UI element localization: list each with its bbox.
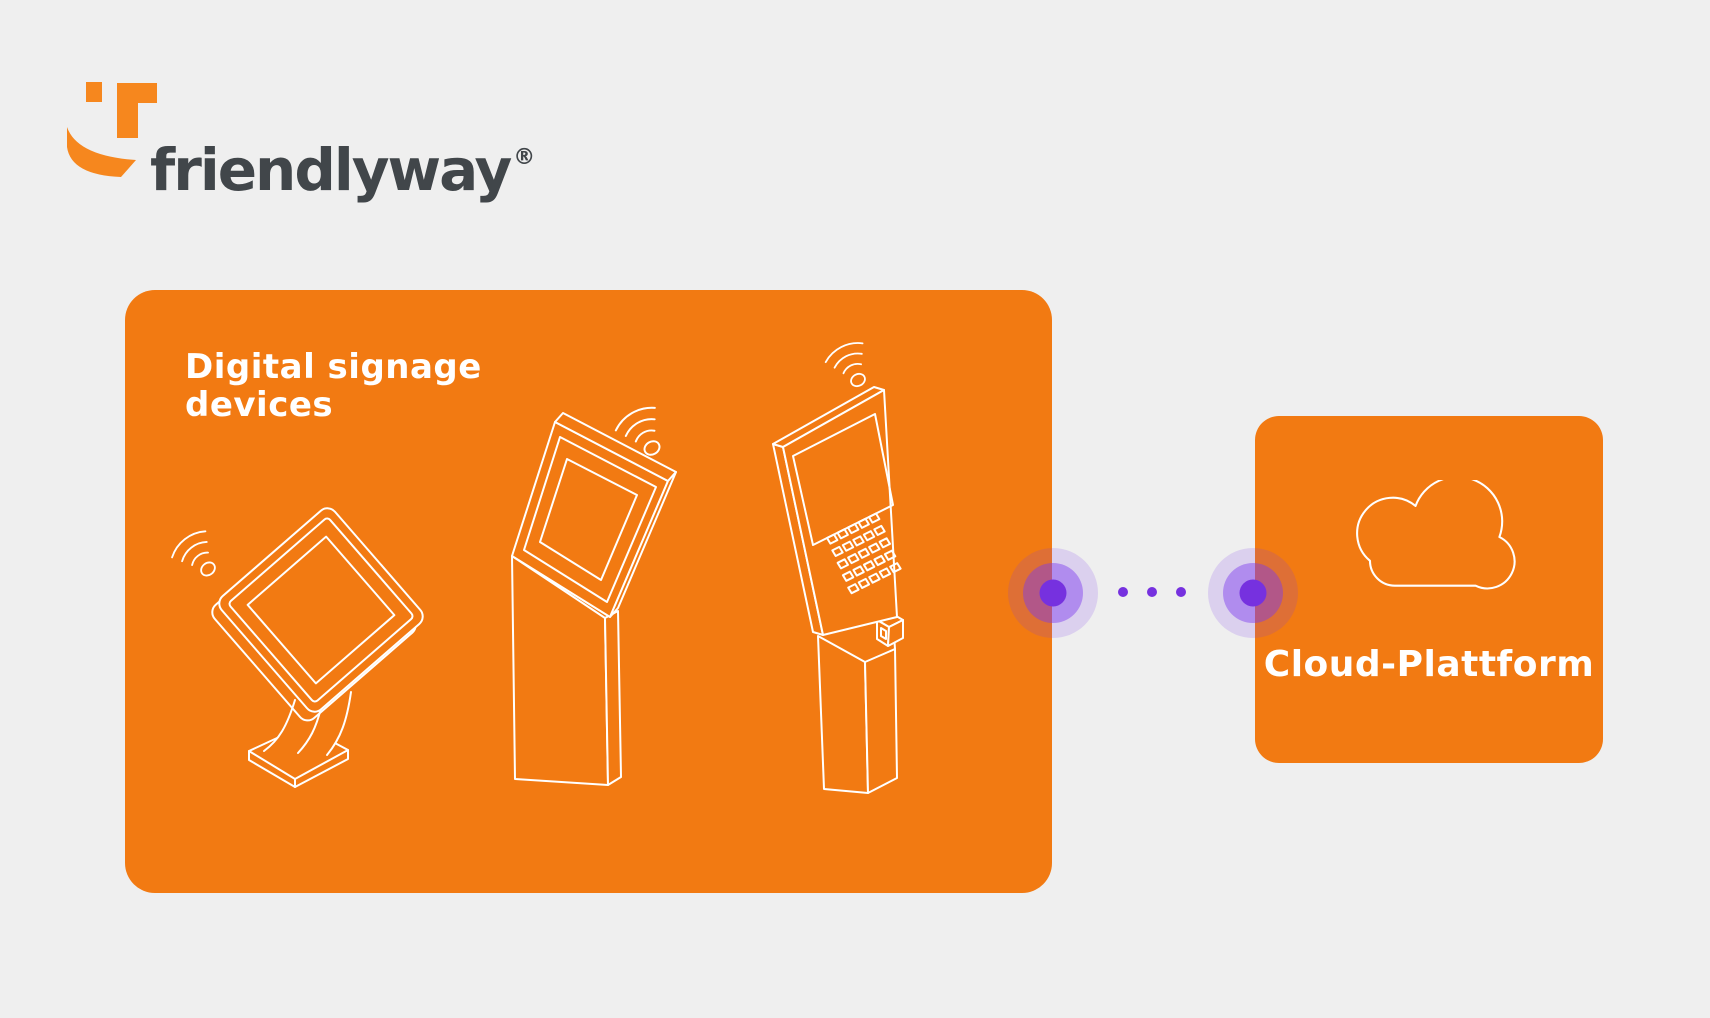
kiosk-key (847, 553, 860, 565)
cloud-outline-icon (1356, 480, 1516, 590)
kiosk-key (852, 535, 865, 547)
kiosk-key (889, 562, 902, 574)
friendlyway-smile-mark-icon (67, 82, 157, 177)
connection-dots (1118, 587, 1186, 597)
kiosk-key (826, 533, 839, 545)
radiating-dot-icon-left (1008, 548, 1098, 638)
kiosk-key (862, 560, 876, 572)
cloud-panel-label: Cloud-Plattform (1263, 644, 1595, 685)
keyboard-terminal-kiosk-icon (772, 336, 904, 794)
kiosk-key (868, 512, 881, 524)
kiosk-key (836, 558, 849, 570)
kiosk-key (831, 545, 844, 557)
brand-name-text: friendlyway (150, 136, 512, 204)
kiosk-key (868, 572, 881, 584)
kiosk-key (857, 577, 871, 589)
devices-panel-title-line2: devices (185, 385, 334, 425)
registered-mark: ® (513, 145, 536, 170)
kiosk-key (862, 530, 876, 542)
cloud-connection (1008, 548, 1298, 638)
kiosk-key (852, 565, 865, 577)
kiosk-keyboard (826, 512, 902, 595)
kiosk-key (841, 570, 855, 582)
kiosk-key (878, 567, 892, 579)
wifi-signal-icon (821, 336, 880, 396)
pedestal-kiosk-icon (511, 400, 677, 786)
logo-smile-swoosh (67, 127, 136, 177)
kiosk-key (868, 542, 881, 554)
kiosk-key (883, 549, 897, 561)
wifi-signal-icon (167, 525, 230, 588)
kiosk-key (873, 554, 886, 567)
kiosk-key (857, 517, 870, 529)
brand-name: friendlyway® (150, 136, 536, 204)
logo-t-shape (117, 83, 157, 138)
kiosk-key (847, 523, 860, 535)
kiosk-key (857, 547, 870, 559)
kiosk-illustrations (167, 336, 904, 794)
radiating-dot-icon-right (1208, 548, 1298, 638)
kiosk-key (836, 528, 849, 540)
kiosk-key (873, 524, 886, 536)
logo-square (86, 82, 102, 102)
cloud-panel: Cloud-Plattform (1255, 416, 1603, 763)
kiosk-key (878, 537, 891, 549)
kiosk-key (847, 583, 860, 595)
devices-panel-title-line1: Digital signage (185, 347, 482, 387)
tilted-touchscreen-kiosk-icon (167, 507, 424, 788)
kiosk-key (841, 540, 855, 552)
